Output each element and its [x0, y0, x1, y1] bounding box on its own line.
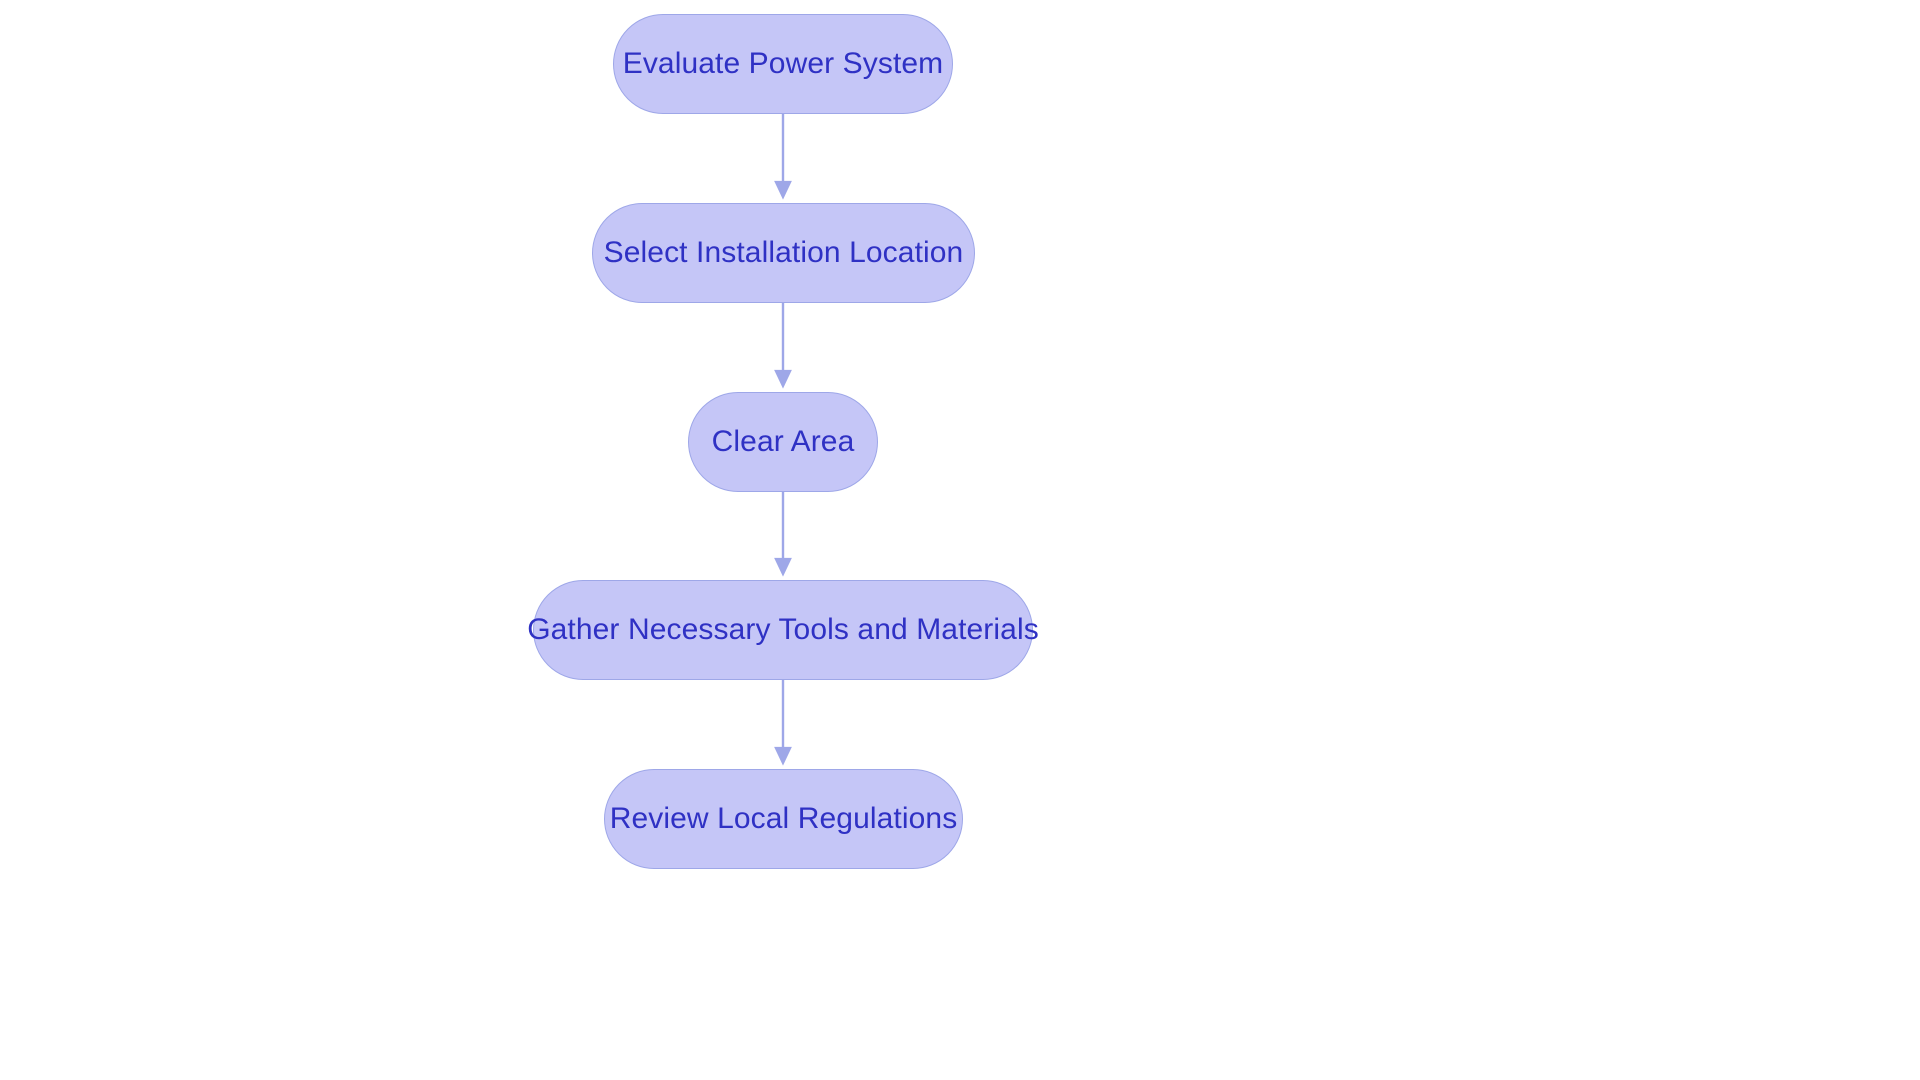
flow-node-label: Gather Necessary Tools and Materials	[527, 613, 1039, 646]
flow-node-label: Evaluate Power System	[622, 47, 944, 80]
flow-node-label: Clear Area	[711, 425, 855, 458]
flow-node-gather-tools-materials[interactable]: Gather Necessary Tools and Materials	[527, 580, 1039, 680]
flow-node-review-local-regulations[interactable]: Review Local Regulations	[604, 769, 963, 869]
flow-node-label: Select Installation Location	[603, 236, 964, 269]
flow-node-label: Review Local Regulations	[609, 802, 958, 835]
flow-node-select-installation-location[interactable]: Select Installation Location	[592, 203, 975, 303]
flow-node-clear-area[interactable]: Clear Area	[688, 392, 878, 492]
flow-node-evaluate-power-system[interactable]: Evaluate Power System	[613, 14, 953, 114]
